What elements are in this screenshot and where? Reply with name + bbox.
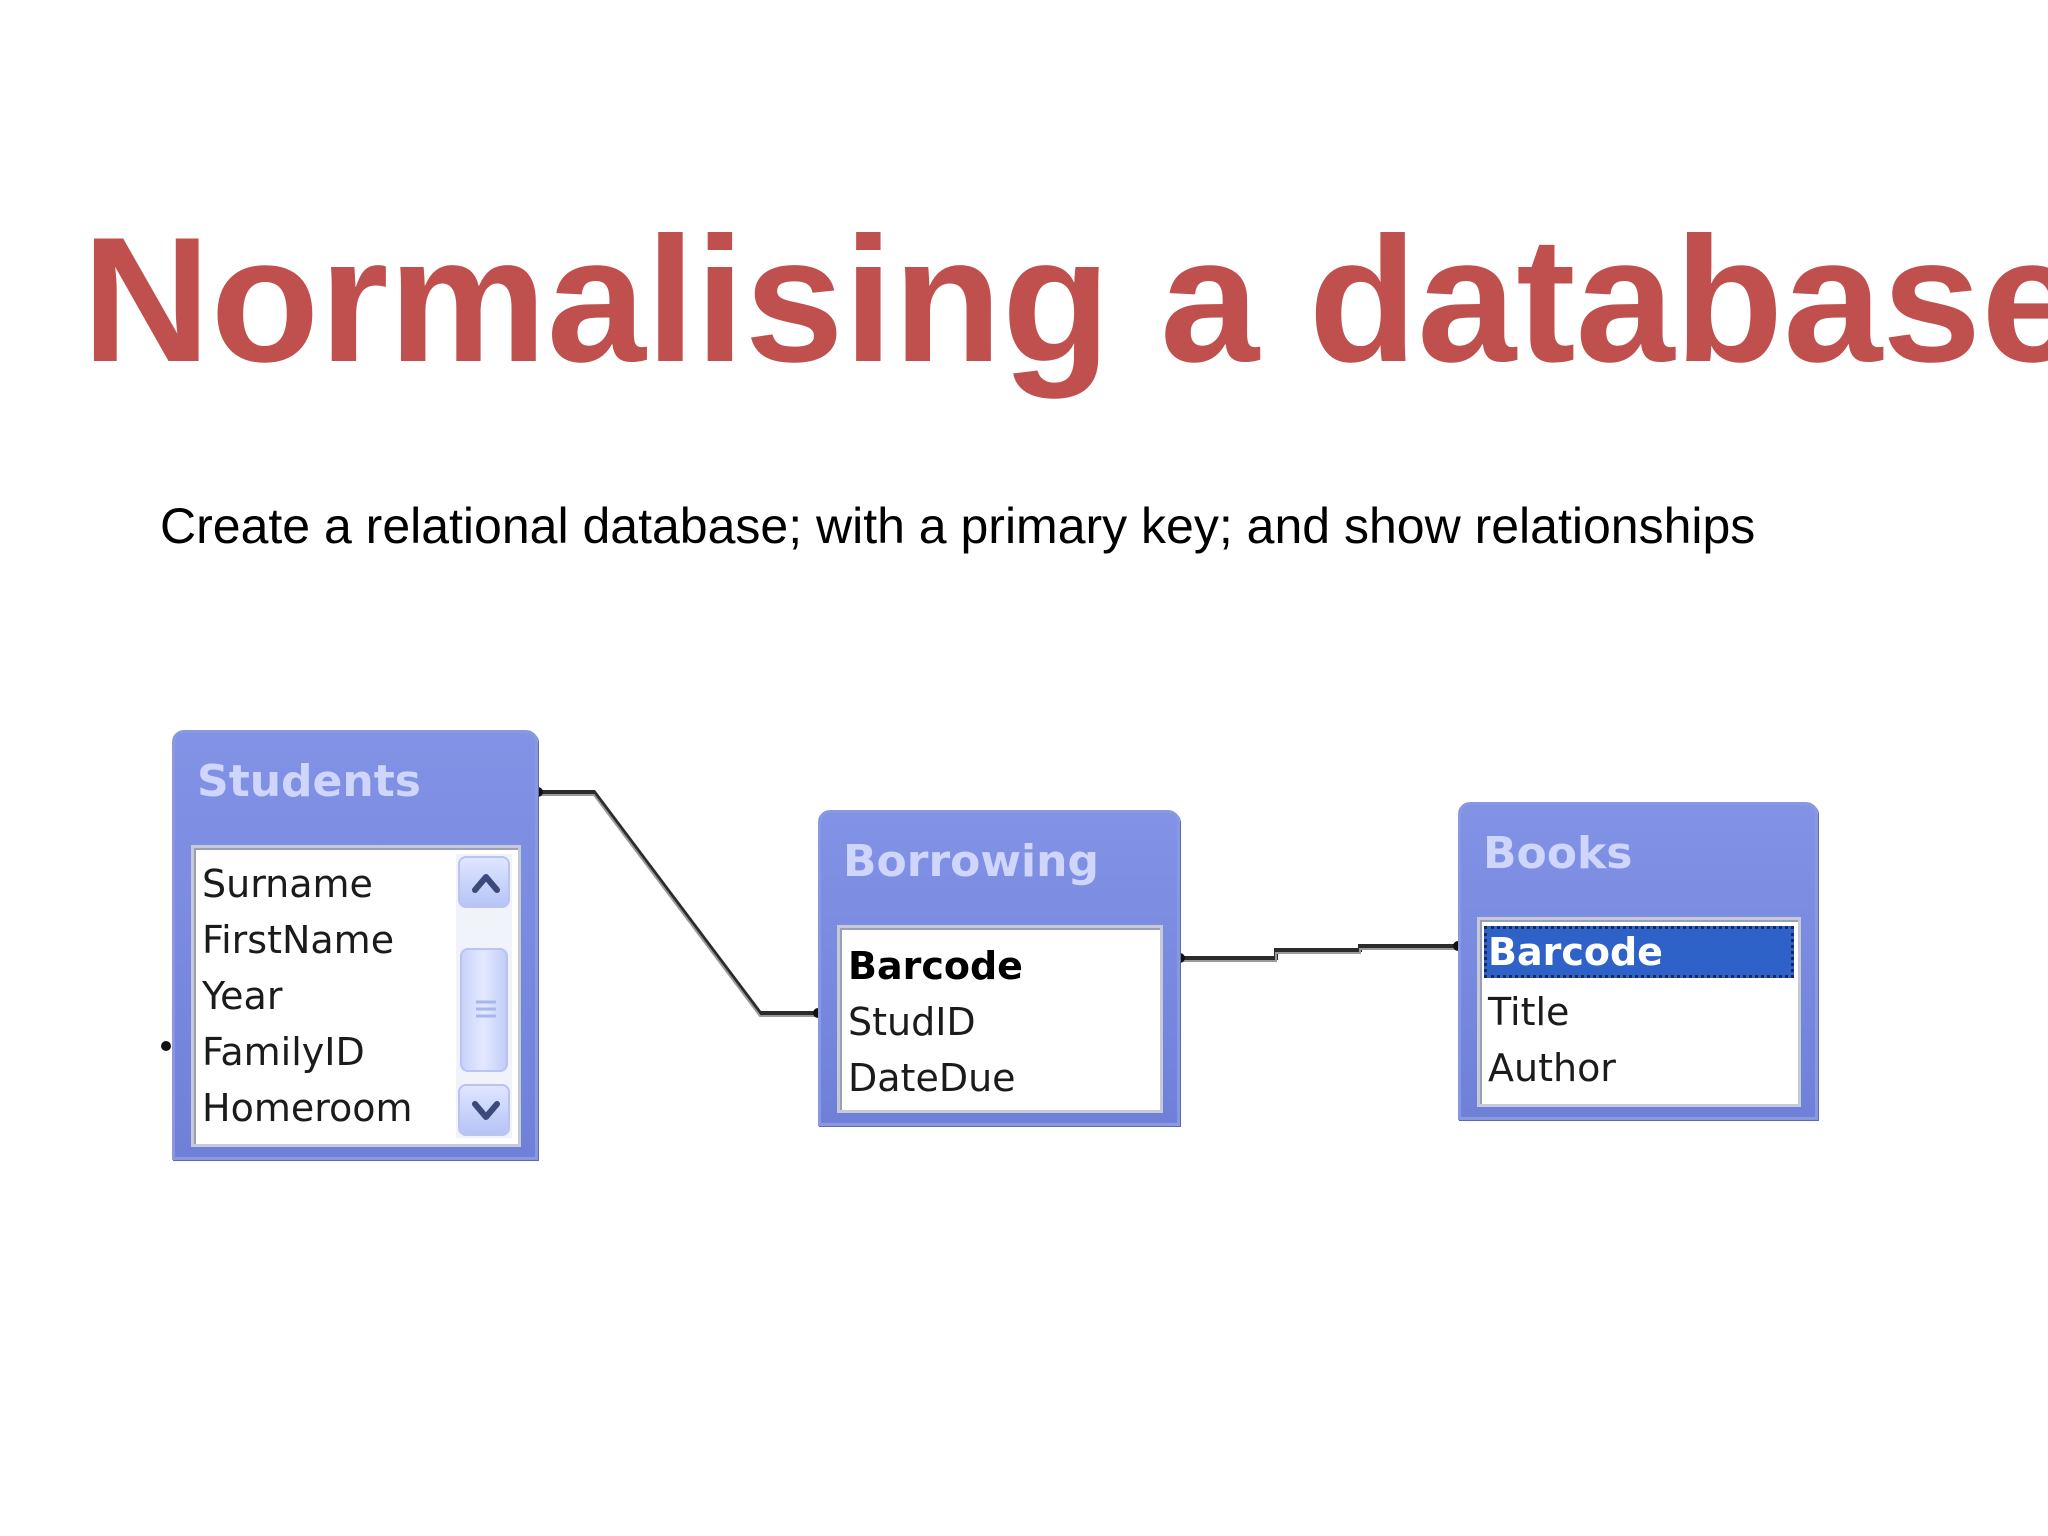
books-table[interactable]: Books Barcode Title Author (1458, 802, 1818, 1120)
slide-title: Normalising a database (82, 200, 2048, 399)
list-item[interactable]: FamilyID (202, 1030, 365, 1074)
list-item-selected[interactable]: Barcode (1484, 926, 1794, 978)
table-title-books: Books (1483, 828, 1633, 879)
students-scrollbar[interactable] (456, 854, 512, 1138)
table-title-students: Students (197, 756, 421, 807)
students-table[interactable]: Students Surname FirstName Year FamilyID… (172, 730, 538, 1160)
list-item[interactable]: Year (202, 974, 283, 1018)
table-title-borrowing: Borrowing (843, 836, 1099, 887)
scroll-down-button[interactable] (458, 1084, 510, 1136)
relationship-end-dot (161, 1041, 171, 1051)
scroll-up-button[interactable] (458, 856, 510, 908)
borrowing-table[interactable]: Borrowing Barcode StudID DateDue (818, 810, 1180, 1126)
students-field-list[interactable]: Surname FirstName Year FamilyID Homeroom (191, 845, 521, 1147)
scroll-thumb[interactable] (460, 948, 508, 1072)
list-item-primary-key[interactable]: Barcode (848, 944, 1023, 988)
relationship-borrowing-books (1180, 944, 1458, 962)
slide-subtitle: Create a relational database; with a pri… (160, 498, 1756, 554)
list-item[interactable]: DateDue (848, 1056, 1016, 1100)
chevron-down-icon (472, 1101, 500, 1120)
list-item[interactable]: FirstName (202, 918, 395, 962)
list-item[interactable]: Surname (202, 862, 373, 906)
list-item[interactable]: Title (1488, 990, 1570, 1034)
chevron-up-icon (472, 874, 500, 893)
relationship-students-borrowing (538, 790, 818, 1017)
list-item[interactable]: StudID (848, 1000, 976, 1044)
list-item[interactable]: Author (1488, 1046, 1616, 1090)
list-item[interactable]: Homeroom (202, 1086, 413, 1130)
borrowing-field-list[interactable]: Barcode StudID DateDue (837, 925, 1163, 1113)
grip-icon (476, 1000, 496, 1018)
books-field-list[interactable]: Barcode Title Author (1477, 917, 1801, 1107)
